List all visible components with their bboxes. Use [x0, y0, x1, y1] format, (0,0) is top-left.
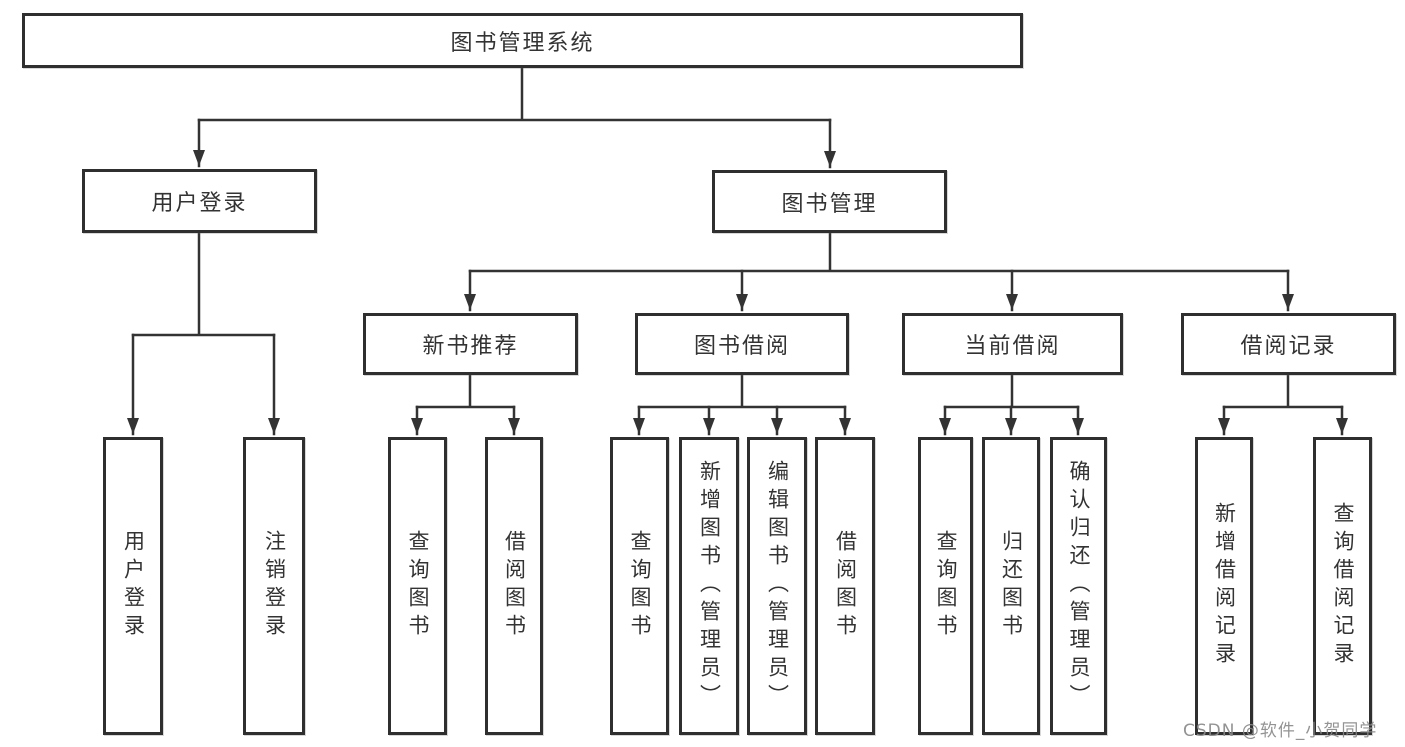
- leaf-query-books-current-label: 查询图书: [934, 530, 958, 642]
- leaf-edit-book-admin: 编辑图书（管理员）: [747, 437, 807, 735]
- node-new-book-recommendation: 新书推荐: [363, 313, 578, 375]
- leaf-borrow-books-recommend-label: 借阅图书: [502, 530, 527, 642]
- leaf-borrow-books-recommend: 借阅图书: [485, 437, 543, 735]
- leaf-confirm-return-admin-label: 确认归还（管理员）: [1067, 460, 1091, 712]
- leaf-query-books-borrow: 查询图书: [610, 437, 669, 735]
- node-root-library-management-system: 图书管理系统: [22, 13, 1023, 68]
- node-borrowing-records: 借阅记录: [1181, 313, 1396, 375]
- leaf-confirm-return-admin: 确认归还（管理员）: [1050, 437, 1107, 735]
- leaf-query-books-recommend-label: 查询图书: [406, 530, 430, 642]
- leaf-borrow-books-label: 借阅图书: [833, 530, 858, 642]
- leaf-logout: 注销登录: [243, 437, 305, 735]
- node-book-management: 图书管理: [712, 170, 947, 233]
- leaf-return-book: 归还图书: [982, 437, 1040, 735]
- leaf-query-books-recommend: 查询图书: [388, 437, 447, 735]
- leaf-borrow-books: 借阅图书: [815, 437, 875, 735]
- csdn-watermark: CSDN @软件_小贺同学: [1183, 721, 1378, 741]
- leaf-user-login-label: 用户登录: [121, 530, 146, 642]
- leaf-add-book-admin-label: 新增图书（管理员）: [697, 460, 722, 712]
- leaf-add-borrow-record-label: 新增借阅记录: [1212, 502, 1237, 670]
- leaf-query-borrow-record: 查询借阅记录: [1313, 437, 1372, 735]
- node-book-borrowing: 图书借阅: [635, 313, 849, 375]
- leaf-edit-book-admin-label: 编辑图书（管理员）: [765, 460, 790, 712]
- leaf-query-books-current: 查询图书: [918, 437, 973, 735]
- node-current-borrowing: 当前借阅: [902, 313, 1123, 375]
- leaf-add-book-admin: 新增图书（管理员）: [679, 437, 739, 735]
- leaf-query-books-borrow-label: 查询图书: [628, 530, 652, 642]
- leaf-return-book-label: 归还图书: [999, 530, 1024, 642]
- leaf-query-borrow-record-label: 查询借阅记录: [1331, 502, 1355, 670]
- node-user-login: 用户登录: [82, 169, 317, 233]
- leaf-user-login: 用户登录: [103, 437, 163, 735]
- leaf-logout-label: 注销登录: [262, 530, 287, 642]
- leaf-add-borrow-record: 新增借阅记录: [1195, 437, 1253, 735]
